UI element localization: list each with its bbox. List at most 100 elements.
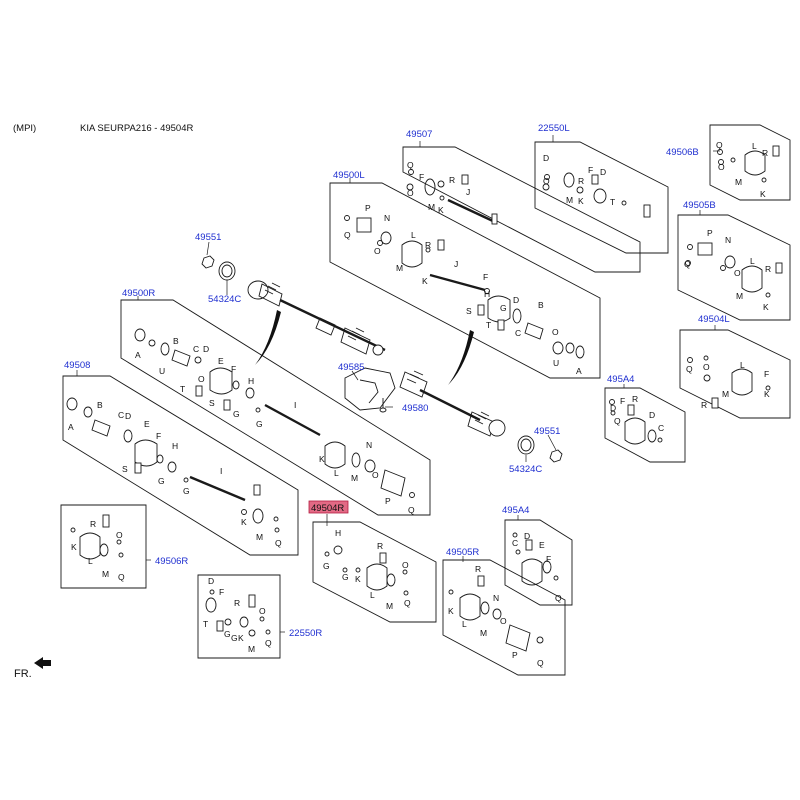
- parts-49500R: [134, 328, 415, 498]
- selected-part-highlight: [308, 500, 349, 514]
- letter: N: [725, 235, 731, 245]
- letter: T: [203, 619, 208, 629]
- front-arrow-icon: [34, 657, 51, 669]
- letter: F: [546, 554, 551, 564]
- letter: K: [355, 574, 361, 584]
- letter: D: [203, 344, 209, 354]
- letter: K: [71, 542, 77, 552]
- letter: M: [722, 389, 729, 399]
- letter: R: [475, 564, 481, 574]
- code-54324C-lower[interactable]: 54324C: [509, 464, 542, 475]
- letter: D: [610, 403, 616, 413]
- code-49506B[interactable]: 49506B: [666, 147, 699, 158]
- ring-54324C-lower: [517, 435, 535, 455]
- code-49506R[interactable]: 49506R: [155, 556, 188, 567]
- letter: L: [740, 360, 745, 370]
- letter: K: [763, 302, 769, 312]
- letter: Q: [404, 598, 411, 608]
- code-495A4-upper[interactable]: 495A4: [607, 374, 634, 385]
- parts-495A4-lower: [512, 532, 559, 586]
- code-49504L[interactable]: 49504L: [698, 314, 730, 325]
- letter: L: [752, 141, 757, 151]
- letter: K: [238, 633, 244, 643]
- code-49504R-selected[interactable]: 49504R: [311, 503, 344, 514]
- letter: A: [68, 422, 74, 432]
- panel-22550L: [534, 141, 669, 254]
- letter: F: [219, 587, 224, 597]
- letter: U: [159, 366, 165, 376]
- letter: S: [209, 398, 215, 408]
- letter: M: [256, 532, 263, 542]
- letter: R: [632, 394, 638, 404]
- letter: Q: [408, 505, 415, 515]
- parts-49506B: [717, 145, 780, 183]
- letter: U: [553, 358, 559, 368]
- parts-49505B: [685, 242, 783, 298]
- letter: I: [220, 466, 222, 476]
- panel-49504L: [679, 329, 791, 419]
- letter: B: [173, 336, 179, 346]
- letter: G: [342, 572, 349, 582]
- letter: Q: [275, 538, 282, 548]
- code-22550R[interactable]: 22550R: [289, 628, 322, 639]
- parts-49505R: [448, 575, 544, 652]
- letter: O: [259, 606, 266, 616]
- letter: O: [372, 470, 379, 480]
- code-49500R[interactable]: 49500R: [122, 288, 155, 299]
- letter: O: [500, 616, 507, 626]
- letter: K: [760, 189, 766, 199]
- swoosh-arrow-left: [255, 310, 281, 365]
- letter: K: [578, 196, 584, 206]
- letter: H: [248, 376, 254, 386]
- code-495A4-lower[interactable]: 495A4: [502, 505, 529, 516]
- code-49585[interactable]: 49585: [338, 362, 364, 373]
- mpi-label: (MPI): [13, 123, 36, 134]
- letter: R: [449, 175, 455, 185]
- letter: G: [256, 419, 263, 429]
- letter: J: [466, 187, 470, 197]
- panel-495A4-lower: [504, 519, 573, 606]
- letter: G: [500, 303, 507, 313]
- panel-49505R: [442, 559, 566, 676]
- letter: M: [386, 601, 393, 611]
- letter: R: [90, 519, 96, 529]
- letter: D: [208, 576, 214, 586]
- nut-49551-lower: [549, 449, 563, 463]
- letter: K: [319, 454, 325, 464]
- letter: C: [193, 344, 199, 354]
- code-54324C-upper[interactable]: 54324C: [208, 294, 241, 305]
- letter: M: [396, 263, 403, 273]
- code-22550L[interactable]: 22550L: [538, 123, 570, 134]
- code-49508[interactable]: 49508: [64, 360, 90, 371]
- letter: Q: [555, 593, 562, 603]
- code-49551-lower[interactable]: 49551: [534, 426, 560, 437]
- letter: D: [125, 411, 131, 421]
- letter: P: [512, 650, 518, 660]
- code-49505B[interactable]: 49505B: [683, 200, 716, 211]
- letter: T: [180, 384, 185, 394]
- letter: C: [658, 423, 664, 433]
- bolt-49580: [379, 398, 387, 413]
- letter: Q: [118, 572, 125, 582]
- letter: F: [156, 431, 161, 441]
- letter: G: [233, 409, 240, 419]
- letter: O: [734, 268, 741, 278]
- letter: K: [448, 606, 454, 616]
- parts-22550R: [205, 589, 271, 637]
- letter: R: [425, 240, 431, 250]
- letter: O: [198, 374, 205, 384]
- panel-49506R: [60, 504, 147, 589]
- code-49505R[interactable]: 49505R: [446, 547, 479, 558]
- code-49500L[interactable]: 49500L: [333, 170, 365, 181]
- code-49580[interactable]: 49580: [402, 403, 428, 414]
- leader-lines: [76, 135, 720, 633]
- code-49507[interactable]: 49507: [406, 129, 432, 140]
- part-letters: Q F O M K R J D O M K F R D T Q O M L R …: [68, 140, 771, 668]
- letter: O: [402, 560, 409, 570]
- parts-49507: [406, 169, 498, 225]
- letter: L: [411, 230, 416, 240]
- letter: E: [539, 540, 545, 550]
- letter: G: [158, 476, 165, 486]
- code-49551-upper[interactable]: 49551: [195, 232, 221, 243]
- letter: F: [764, 369, 769, 379]
